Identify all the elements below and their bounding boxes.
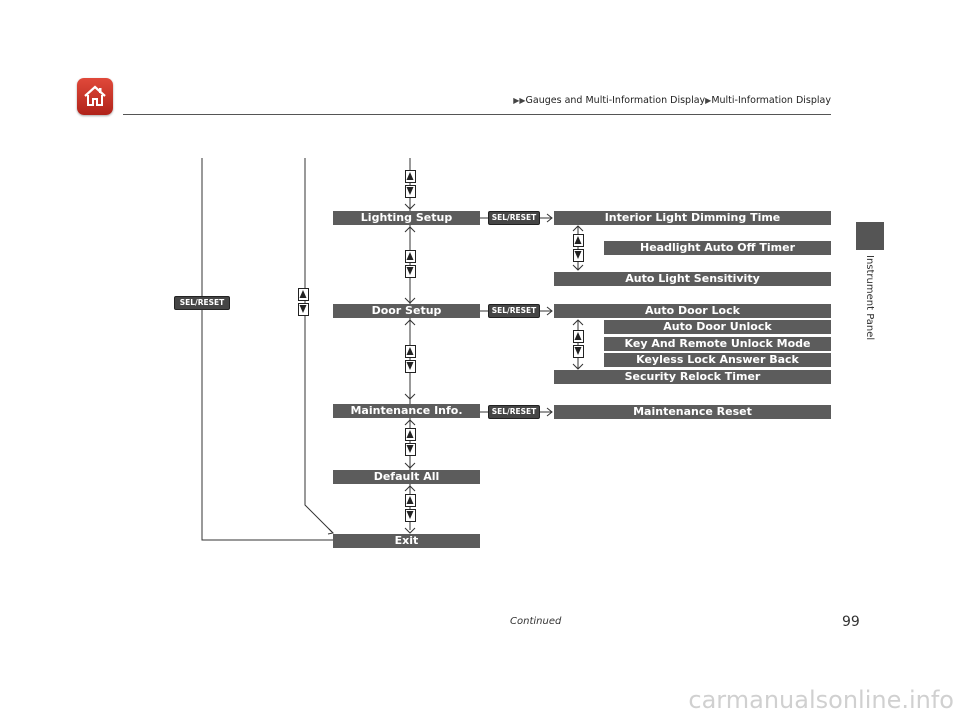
item-auto-door-lock[interactable]: Auto Door Lock (554, 304, 831, 318)
up-arrow-icon[interactable] (298, 288, 309, 301)
down-arrow-icon[interactable] (405, 509, 416, 522)
sel-reset-button[interactable]: SEL/RESET (488, 405, 540, 419)
continued-label: Continued (510, 616, 562, 627)
item-headlight-auto-off-timer[interactable]: Headlight Auto Off Timer (604, 241, 831, 255)
section-label: Instrument Panel (864, 255, 875, 341)
breadcrumb-arrow-icon: ▶▶ (513, 96, 526, 105)
menu-exit[interactable]: Exit (333, 534, 480, 548)
up-arrow-icon[interactable] (405, 250, 416, 263)
menu-lighting-setup[interactable]: Lighting Setup (333, 211, 480, 225)
home-icon[interactable] (77, 78, 113, 115)
up-arrow-icon[interactable] (405, 170, 416, 183)
down-arrow-icon[interactable] (405, 360, 416, 373)
item-security-relock-timer[interactable]: Security Relock Timer (554, 370, 831, 384)
down-arrow-icon[interactable] (573, 345, 584, 358)
item-key-and-remote-unlock-mode[interactable]: Key And Remote Unlock Mode (604, 337, 831, 351)
menu-door-setup[interactable]: Door Setup (333, 304, 480, 318)
up-arrow-icon[interactable] (573, 234, 584, 247)
sel-reset-button[interactable]: SEL/RESET (488, 304, 540, 318)
down-arrow-icon[interactable] (405, 185, 416, 198)
breadcrumb-item-gauges[interactable]: Gauges and Multi-Information Display (525, 95, 706, 106)
item-auto-door-unlock[interactable]: Auto Door Unlock (604, 320, 831, 334)
up-arrow-icon[interactable] (405, 428, 416, 441)
down-arrow-icon[interactable] (405, 443, 416, 456)
menu-default-all[interactable]: Default All (333, 470, 480, 484)
sel-reset-button[interactable]: SEL/RESET (174, 296, 230, 310)
breadcrumb-arrow-icon: ▶ (705, 96, 712, 105)
item-keyless-lock-answer-back[interactable]: Keyless Lock Answer Back (604, 353, 831, 367)
page-number: 99 (842, 614, 860, 630)
item-interior-light-dimming-time[interactable]: Interior Light Dimming Time (554, 211, 831, 225)
down-arrow-icon[interactable] (573, 249, 584, 262)
menu-maintenance-info[interactable]: Maintenance Info. (333, 404, 480, 418)
down-arrow-icon[interactable] (298, 303, 309, 316)
up-arrow-icon[interactable] (573, 330, 584, 343)
sel-reset-button[interactable]: SEL/RESET (488, 211, 540, 225)
item-auto-light-sensitivity[interactable]: Auto Light Sensitivity (554, 272, 831, 286)
header-divider (123, 114, 831, 115)
up-arrow-icon[interactable] (405, 345, 416, 358)
breadcrumb-item-mid[interactable]: Multi-Information Display (711, 95, 831, 106)
up-arrow-icon[interactable] (405, 494, 416, 507)
watermark: carmanualsonline.info (688, 686, 954, 714)
down-arrow-icon[interactable] (405, 265, 416, 278)
item-maintenance-reset[interactable]: Maintenance Reset (554, 405, 831, 419)
breadcrumb: ▶▶Gauges and Multi-Information Display▶M… (513, 95, 831, 106)
section-tab[interactable] (856, 222, 884, 250)
